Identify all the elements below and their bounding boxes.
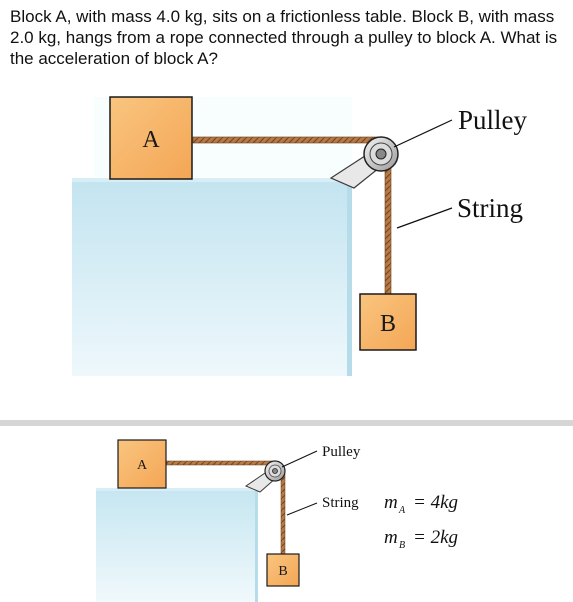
question-text: Block A, with mass 4.0 kg, sits on a fri… (10, 7, 558, 68)
top-block-a: A (109, 96, 193, 180)
top-pulley-label: Pulley (458, 105, 528, 135)
mass-b-subscript: B (399, 540, 405, 551)
bottom-block-a-label: A (137, 458, 148, 473)
bottom-pulley-leader (281, 450, 318, 468)
mass-b-equation: m B = 2kg (384, 527, 458, 551)
top-pulley-leader (393, 119, 453, 148)
bottom-diagram: A B Pulley String m A = 4kg m B = 2kg (96, 439, 458, 602)
bottom-block-b-label: B (278, 564, 287, 579)
top-pulley-icon (363, 136, 399, 172)
bottom-string-label: String (322, 495, 359, 511)
mass-b-value: = 2kg (413, 527, 458, 548)
bottom-pulley-icon (264, 460, 286, 482)
bottom-string-leader (286, 502, 318, 516)
top-block-b-label: B (380, 311, 396, 337)
bottom-table (96, 488, 258, 602)
top-block-b: B (359, 293, 417, 351)
top-block-a-label: A (142, 127, 160, 153)
mass-a-equation: m A = 4kg (384, 492, 458, 516)
bottom-pulley-label: Pulley (322, 444, 361, 460)
bottom-rope-horizontal (165, 460, 275, 466)
bottom-block-b: B (266, 553, 300, 587)
top-rope-vertical (384, 157, 392, 295)
top-rope-horizontal (192, 136, 380, 144)
mass-a-symbol: m (384, 492, 398, 513)
mass-a-subscript: A (398, 505, 406, 516)
mass-b-symbol: m (384, 527, 398, 548)
bottom-rope-vertical (280, 473, 286, 555)
top-string-leader (396, 207, 453, 229)
section-separator (0, 420, 573, 426)
top-string-label: String (457, 193, 523, 223)
top-diagram: A B Pulley String (72, 96, 528, 376)
mass-a-value: = 4kg (413, 492, 458, 513)
bottom-block-a: A (117, 439, 167, 489)
